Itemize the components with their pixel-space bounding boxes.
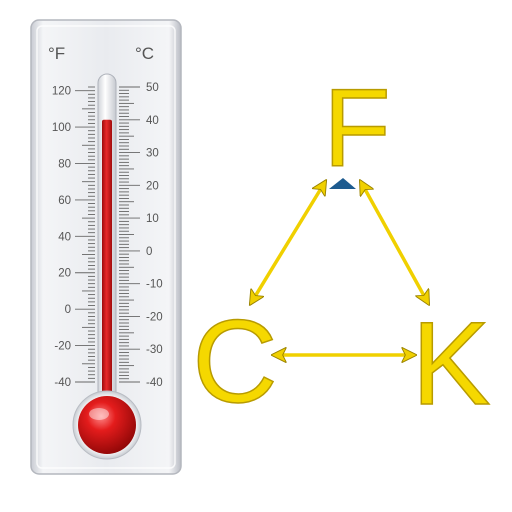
- fahrenheit-tick-label: 80: [58, 158, 71, 170]
- celsius-tick-label: -20: [146, 311, 163, 323]
- fahrenheit-unit-label: °F: [48, 44, 65, 63]
- arrow-f-k: [361, 182, 428, 303]
- conversion-diagram: F C K: [192, 66, 491, 431]
- kelvin-node: K: [412, 298, 491, 430]
- bulb-highlight: [89, 408, 109, 420]
- fahrenheit-tick-label: -20: [54, 341, 71, 353]
- fahrenheit-tick-label: 20: [58, 268, 71, 280]
- celsius-node: C: [192, 296, 277, 428]
- fahrenheit-scale: 120 100 80 60 40 20 0 -20 -40: [52, 86, 71, 389]
- arrow-f-c: [251, 182, 325, 303]
- celsius-tick-label: 10: [146, 213, 159, 225]
- apex-marker: [329, 178, 356, 189]
- celsius-tick-label: 20: [146, 180, 159, 192]
- celsius-tick-label: -30: [146, 344, 163, 356]
- celsius-tick-label: -40: [146, 377, 163, 389]
- celsius-tick-label: 0: [146, 246, 152, 258]
- celsius-tick-label: 40: [146, 115, 159, 127]
- thermometer-liquid: [102, 119, 112, 421]
- thermometer-case-inner: [36, 25, 176, 469]
- fahrenheit-tick-label: 120: [52, 86, 71, 98]
- celsius-tick-label: 30: [146, 148, 159, 160]
- celsius-tick-label: -10: [146, 279, 163, 291]
- celsius-tick-label: 50: [146, 82, 159, 94]
- fahrenheit-tick-label: -40: [54, 377, 71, 389]
- fahrenheit-tick-label: 40: [58, 231, 71, 243]
- thermometer-bulb: [78, 396, 136, 454]
- fahrenheit-tick-label: 60: [58, 195, 71, 207]
- celsius-scale: 50 40 30 20 10 0 -10 -20 -30 -40: [146, 82, 163, 389]
- fahrenheit-node: F: [323, 67, 390, 190]
- scale-ticks: [75, 86, 140, 383]
- celsius-unit-label: °C: [135, 44, 154, 63]
- fahrenheit-tick-label: 0: [65, 304, 71, 316]
- fahrenheit-tick-label: 100: [52, 122, 71, 134]
